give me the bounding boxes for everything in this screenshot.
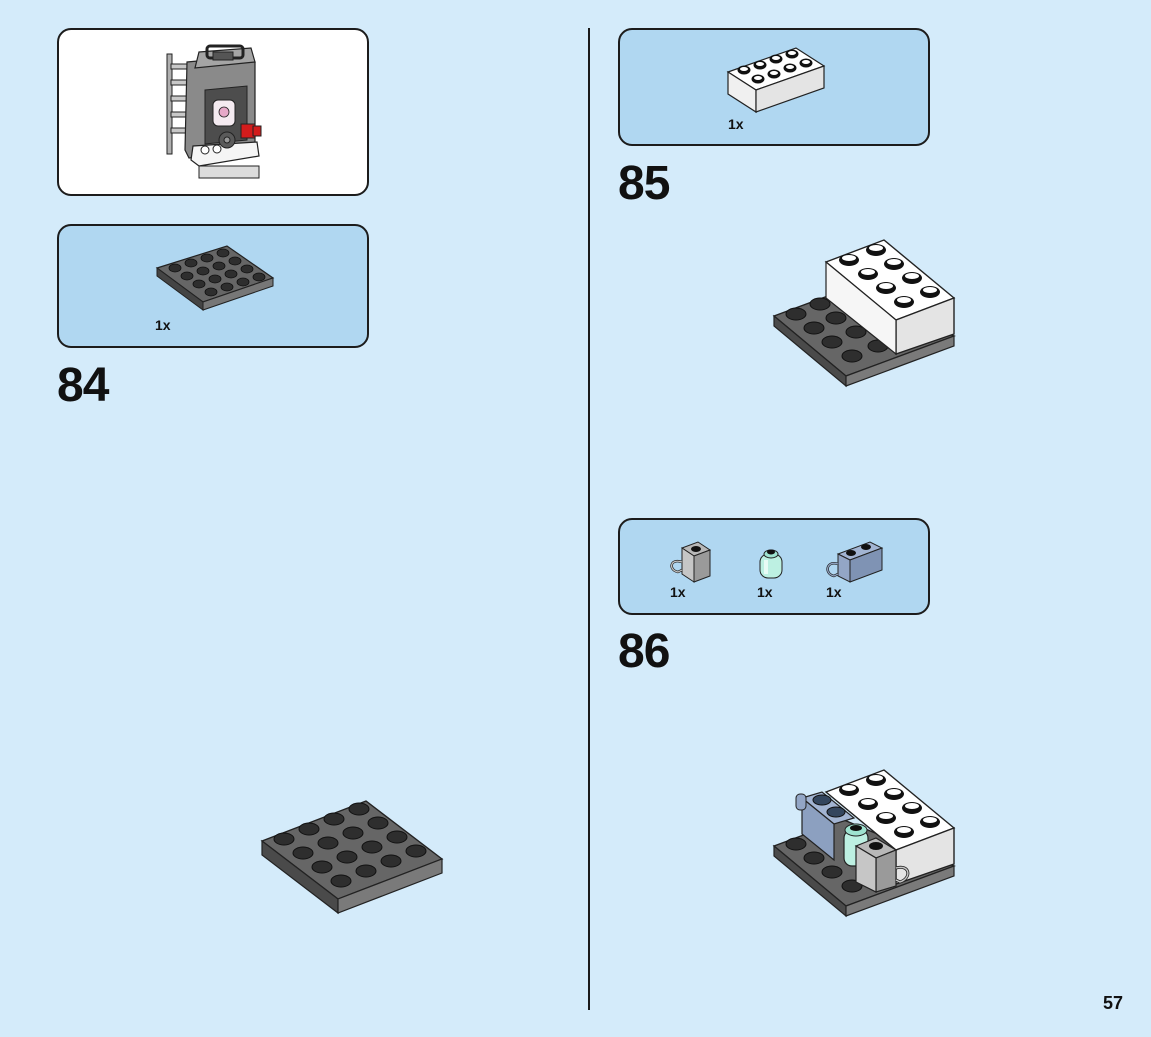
part-sand-blue-brick-1x2-with-clip bbox=[826, 541, 884, 583]
step-86-build-illustration bbox=[772, 769, 956, 918]
part-quantity: 1x bbox=[826, 584, 842, 600]
part-quantity: 1x bbox=[155, 317, 171, 333]
step-number-85: 85 bbox=[618, 157, 670, 210]
part-white-brick-2x4 bbox=[726, 47, 826, 114]
step-84-build-illustration bbox=[260, 800, 444, 915]
column-divider bbox=[588, 28, 590, 1010]
step-84-parts-callout: 1x bbox=[57, 224, 369, 348]
part-quantity: 1x bbox=[670, 584, 686, 600]
step-85-parts-callout: 1x bbox=[618, 28, 930, 146]
ladder-rail bbox=[166, 53, 173, 155]
preview-panel bbox=[57, 28, 369, 196]
part-quantity: 1x bbox=[728, 116, 744, 132]
step-85-build-illustration bbox=[772, 239, 956, 388]
part-trans-light-blue-round-brick-1x1 bbox=[759, 549, 783, 579]
part-dark-gray-plate-4x4 bbox=[155, 245, 275, 311]
page-number: 57 bbox=[1102, 993, 1123, 1013]
part-quantity: 1x bbox=[757, 584, 773, 600]
step-86-parts-callout: 1x 1x 1x bbox=[618, 518, 930, 615]
submodel-preview-illustration bbox=[166, 44, 262, 179]
step-number-84: 84 bbox=[57, 359, 109, 412]
step-number-86: 86 bbox=[618, 625, 670, 678]
part-gray-brick-1x1-with-clip bbox=[670, 541, 712, 583]
